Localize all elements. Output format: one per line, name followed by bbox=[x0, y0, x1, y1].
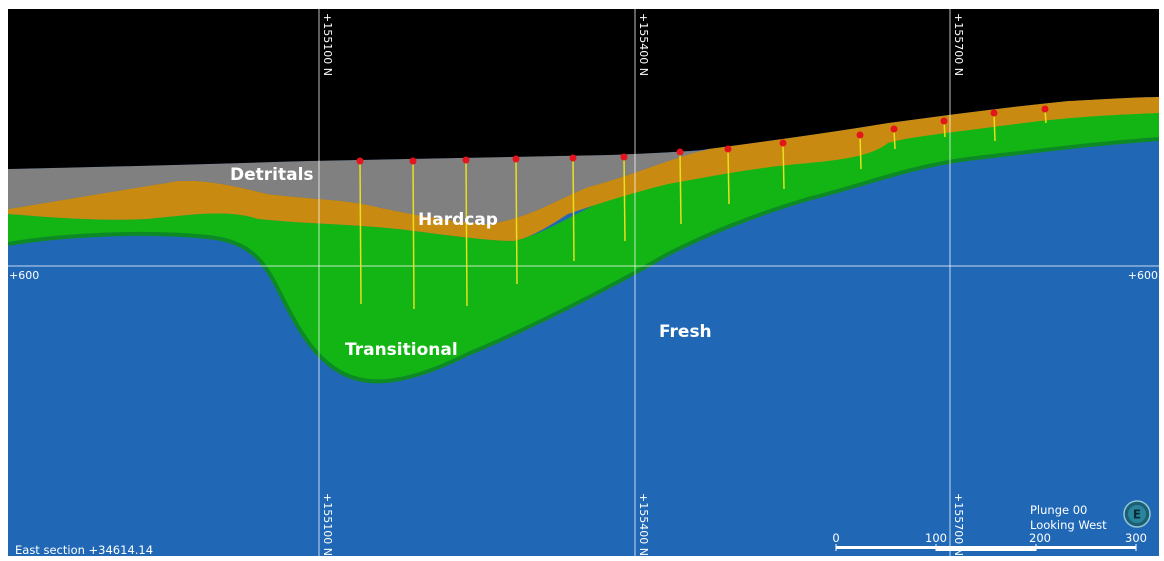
drillhole-collar[interactable] bbox=[620, 153, 628, 161]
drillhole-trace[interactable] bbox=[623, 156, 626, 242]
drillhole-trace[interactable] bbox=[993, 112, 996, 142]
drillhole-trace[interactable] bbox=[782, 142, 785, 190]
label-fresh: Fresh bbox=[659, 322, 712, 342]
cross-section-scene: +155100 N +155400 N +155700 N +155100 N … bbox=[8, 9, 1159, 556]
drillhole-collar[interactable] bbox=[512, 155, 520, 163]
drillhole-trace[interactable] bbox=[572, 157, 575, 262]
view-plunge: Plunge 00 bbox=[1030, 503, 1087, 517]
drillhole-trace[interactable] bbox=[679, 151, 682, 225]
drillhole-collar[interactable] bbox=[409, 157, 417, 165]
grid-lines bbox=[8, 9, 1159, 556]
northing-label-top-1: +155100 N bbox=[321, 13, 334, 76]
elevation-label-right: +600 bbox=[1128, 269, 1158, 282]
hardcap-layer bbox=[8, 97, 1159, 241]
drillhole-collar[interactable] bbox=[462, 156, 470, 164]
drillhole-trace[interactable] bbox=[515, 158, 518, 285]
northing-label-top-3: +155700 N bbox=[952, 13, 965, 76]
detritals-layer bbox=[8, 149, 708, 224]
drillhole-collar[interactable] bbox=[779, 139, 787, 147]
drillhole-trace[interactable] bbox=[359, 160, 362, 305]
scale-label-0: 0 bbox=[832, 531, 839, 545]
transitional-fresh-contact bbox=[8, 137, 1159, 384]
drillhole-collar[interactable] bbox=[990, 109, 998, 117]
scale-bar: 0 100 200 300 bbox=[832, 531, 1147, 551]
label-transitional: Transitional bbox=[345, 340, 458, 360]
label-hardcap: Hardcap bbox=[418, 210, 498, 230]
elevation-label-left: +600 bbox=[9, 269, 39, 282]
sky-mask bbox=[8, 9, 1159, 169]
scale-label-1: 100 bbox=[925, 531, 947, 545]
scale-bar-segment bbox=[936, 546, 1036, 551]
drillhole-collar[interactable] bbox=[356, 157, 364, 165]
northing-label-bottom-3: +155700 N bbox=[952, 493, 965, 556]
section-title: East section +34614.14 bbox=[15, 543, 153, 556]
label-detritals: Detritals bbox=[230, 165, 314, 185]
drillholes bbox=[356, 105, 1049, 310]
drillhole-trace[interactable] bbox=[412, 160, 415, 310]
scale-label-3: 300 bbox=[1125, 531, 1147, 545]
northing-label-bottom-1: +155100 N bbox=[321, 493, 334, 556]
drillhole-collar[interactable] bbox=[569, 154, 577, 162]
compass-icon[interactable]: E bbox=[1123, 500, 1151, 528]
drillhole-collar[interactable] bbox=[1041, 105, 1049, 113]
drillhole-trace[interactable] bbox=[859, 134, 862, 170]
section-viewport[interactable]: +155100 N +155400 N +155700 N +155100 N … bbox=[8, 9, 1159, 556]
compass-letter: E bbox=[1133, 508, 1141, 522]
drillhole-collar[interactable] bbox=[676, 148, 684, 156]
northing-label-top-2: +155400 N bbox=[637, 13, 650, 76]
drillhole-collar[interactable] bbox=[940, 117, 948, 125]
drillhole-collar[interactable] bbox=[724, 145, 732, 153]
transitional-layer bbox=[8, 99, 1159, 382]
drillhole-trace[interactable] bbox=[465, 159, 468, 307]
drillhole-collar[interactable] bbox=[856, 131, 864, 139]
scale-label-2: 200 bbox=[1029, 531, 1051, 545]
view-looking: Looking West bbox=[1030, 518, 1107, 532]
drillhole-collar[interactable] bbox=[890, 125, 898, 133]
northing-label-bottom-2: +155400 N bbox=[637, 493, 650, 556]
drillhole-trace[interactable] bbox=[727, 148, 730, 205]
